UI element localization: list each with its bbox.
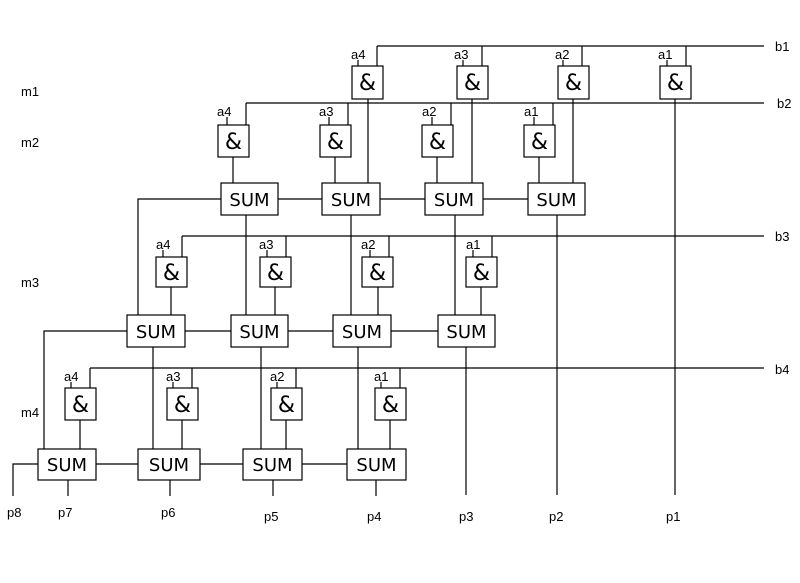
label-a1: a1 <box>524 104 538 119</box>
label-p4: p4 <box>367 509 381 524</box>
sum-block: SUM <box>332 314 392 348</box>
label-a1: a1 <box>374 369 388 384</box>
label-b4: b4 <box>775 362 789 377</box>
label-a2: a2 <box>422 104 436 119</box>
sum-block: SUM <box>137 448 201 481</box>
svg-text:&: & <box>174 393 191 418</box>
svg-text:SUM: SUM <box>446 322 486 343</box>
label-m3: m3 <box>21 275 39 290</box>
label-a3: a3 <box>454 47 468 62</box>
svg-text:&: & <box>473 261 490 286</box>
svg-text:&: & <box>667 71 684 96</box>
labels: b1 b2 b3 b4 m1 m2 m3 m4 a4 a3 a2 a1 a4 a… <box>7 39 791 524</box>
label-m1: m1 <box>21 84 39 99</box>
wires <box>12 45 764 496</box>
label-m4: m4 <box>21 405 39 420</box>
svg-text:SUM: SUM <box>239 322 279 343</box>
and-gate: & <box>523 124 556 158</box>
label-p2: p2 <box>549 509 563 524</box>
and-gate: & <box>319 124 352 158</box>
svg-text:&: & <box>72 393 89 418</box>
and-gate: & <box>351 65 384 100</box>
label-p7: p7 <box>58 505 72 520</box>
and-gate: & <box>465 256 498 288</box>
svg-text:SUM: SUM <box>342 322 382 343</box>
sum-block: SUM <box>346 448 407 481</box>
and-gate: & <box>659 65 692 100</box>
svg-text:SUM: SUM <box>47 455 87 476</box>
label-a4: a4 <box>156 237 170 252</box>
svg-text:SUM: SUM <box>149 455 189 476</box>
label-a3: a3 <box>166 369 180 384</box>
svg-text:&: & <box>369 261 386 286</box>
svg-text:&: & <box>267 261 284 286</box>
sum-block: SUM <box>220 182 279 216</box>
sum-block: SUM <box>37 448 97 481</box>
sum-block: SUM <box>242 448 303 481</box>
sum-block: SUM <box>126 314 186 348</box>
sum-block: SUM <box>527 182 586 216</box>
sum-blocks: SUM SUM SUM SUM SUM SUM SUM SUM SUM SUM … <box>37 182 586 481</box>
label-a4: a4 <box>351 47 365 62</box>
svg-text:&: & <box>278 393 295 418</box>
sum-block: SUM <box>437 314 496 348</box>
svg-text:SUM: SUM <box>331 190 371 211</box>
and-gate: & <box>270 387 303 421</box>
and-gate: & <box>421 124 454 158</box>
label-p6: p6 <box>161 505 175 520</box>
and-gate: & <box>155 256 188 288</box>
and-gate: & <box>361 256 394 288</box>
and-gate: & <box>374 387 407 421</box>
and-gate: & <box>217 124 250 158</box>
label-b3: b3 <box>775 229 789 244</box>
label-a2: a2 <box>270 369 284 384</box>
svg-text:SUM: SUM <box>252 455 292 476</box>
svg-text:SUM: SUM <box>356 455 396 476</box>
svg-text:&: & <box>531 130 548 155</box>
svg-text:&: & <box>359 71 376 96</box>
svg-text:SUM: SUM <box>536 190 576 211</box>
svg-text:&: & <box>327 130 344 155</box>
label-a4: a4 <box>217 104 231 119</box>
label-a3: a3 <box>259 237 273 252</box>
label-a2: a2 <box>555 47 569 62</box>
label-a4: a4 <box>64 369 78 384</box>
svg-text:&: & <box>382 393 399 418</box>
label-a3: a3 <box>319 104 333 119</box>
svg-text:&: & <box>225 130 242 155</box>
label-p8: p8 <box>7 505 21 520</box>
and-gate: & <box>456 65 489 100</box>
svg-text:SUM: SUM <box>229 190 269 211</box>
label-a1: a1 <box>466 237 480 252</box>
svg-text:SUM: SUM <box>136 322 176 343</box>
svg-text:&: & <box>429 130 446 155</box>
svg-text:&: & <box>464 71 481 96</box>
and-gate: & <box>166 387 199 421</box>
svg-text:SUM: SUM <box>434 190 474 211</box>
label-p3: p3 <box>459 509 473 524</box>
svg-text:&: & <box>565 71 582 96</box>
sum-block: SUM <box>424 182 484 216</box>
svg-text:&: & <box>163 261 180 286</box>
sum-block: SUM <box>321 182 381 216</box>
label-b1: b1 <box>775 39 789 54</box>
label-m2: m2 <box>21 135 39 150</box>
and-gates: & & & & & & & & & & & & & & & & <box>64 65 692 421</box>
label-b2: b2 <box>777 96 791 111</box>
and-gate: & <box>64 387 97 421</box>
label-a2: a2 <box>361 237 375 252</box>
sum-block: SUM <box>230 314 289 348</box>
and-gate: & <box>259 256 292 288</box>
label-a1: a1 <box>658 47 672 62</box>
and-gate: & <box>557 65 590 100</box>
label-p1: p1 <box>666 509 680 524</box>
label-p5: p5 <box>264 509 278 524</box>
